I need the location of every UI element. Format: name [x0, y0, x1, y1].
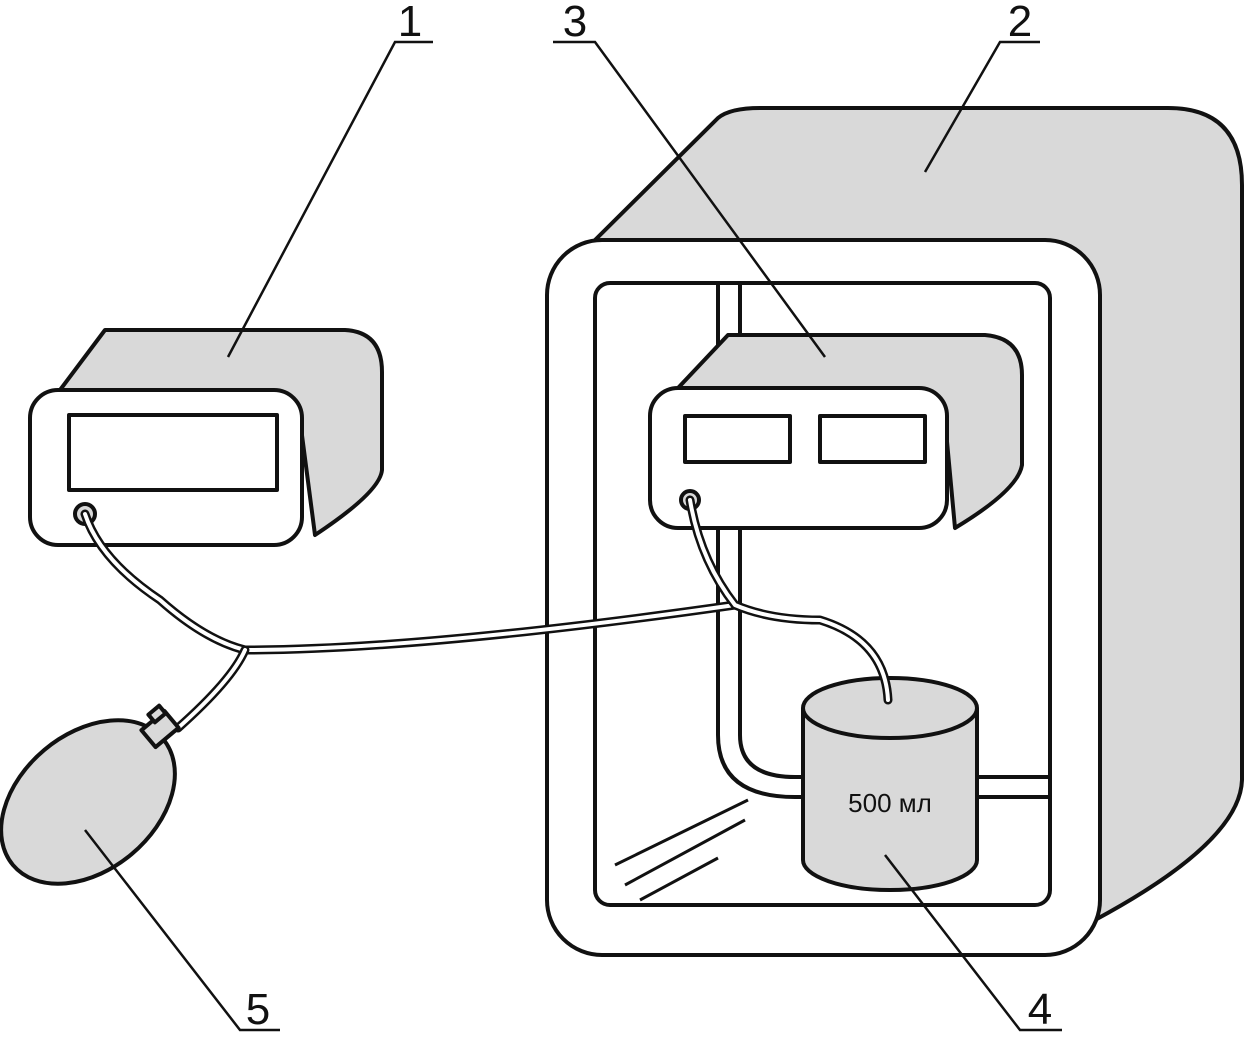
callout-3: 3 [563, 0, 587, 46]
meter-device-3 [648, 333, 1024, 530]
pump-bulb-5 [0, 703, 181, 886]
bulb-valve-cap [146, 703, 168, 725]
container-volume-label: 500 мл [848, 788, 932, 818]
meter-3-display-left [683, 414, 792, 464]
leader-lines [84, 40, 1062, 1032]
hose-bulb-inner [176, 648, 247, 730]
container-4-body [801, 708, 979, 892]
hose-system [80, 495, 893, 733]
chamber-pipe [716, 283, 1050, 799]
container-4-top [801, 676, 979, 740]
callout-2: 2 [1008, 0, 1032, 46]
callout-numbers: 1 2 3 4 5 [246, 0, 1052, 1034]
callout-4: 4 [1028, 985, 1052, 1034]
leader-5 [84, 829, 280, 1032]
leader-3 [553, 40, 827, 358]
callout-1: 1 [398, 0, 422, 46]
meter-3-display-right [818, 414, 927, 464]
leader-1 [226, 40, 433, 358]
meter-1-display [67, 413, 279, 492]
leader-4 [884, 854, 1062, 1032]
meter-device-1 [28, 328, 384, 547]
container-4: 500 мл [801, 676, 979, 892]
leader-2 [923, 40, 1040, 173]
hose-3-inner [688, 498, 890, 702]
callout-5: 5 [246, 985, 270, 1034]
chamber-pipe-inner [738, 283, 1050, 779]
